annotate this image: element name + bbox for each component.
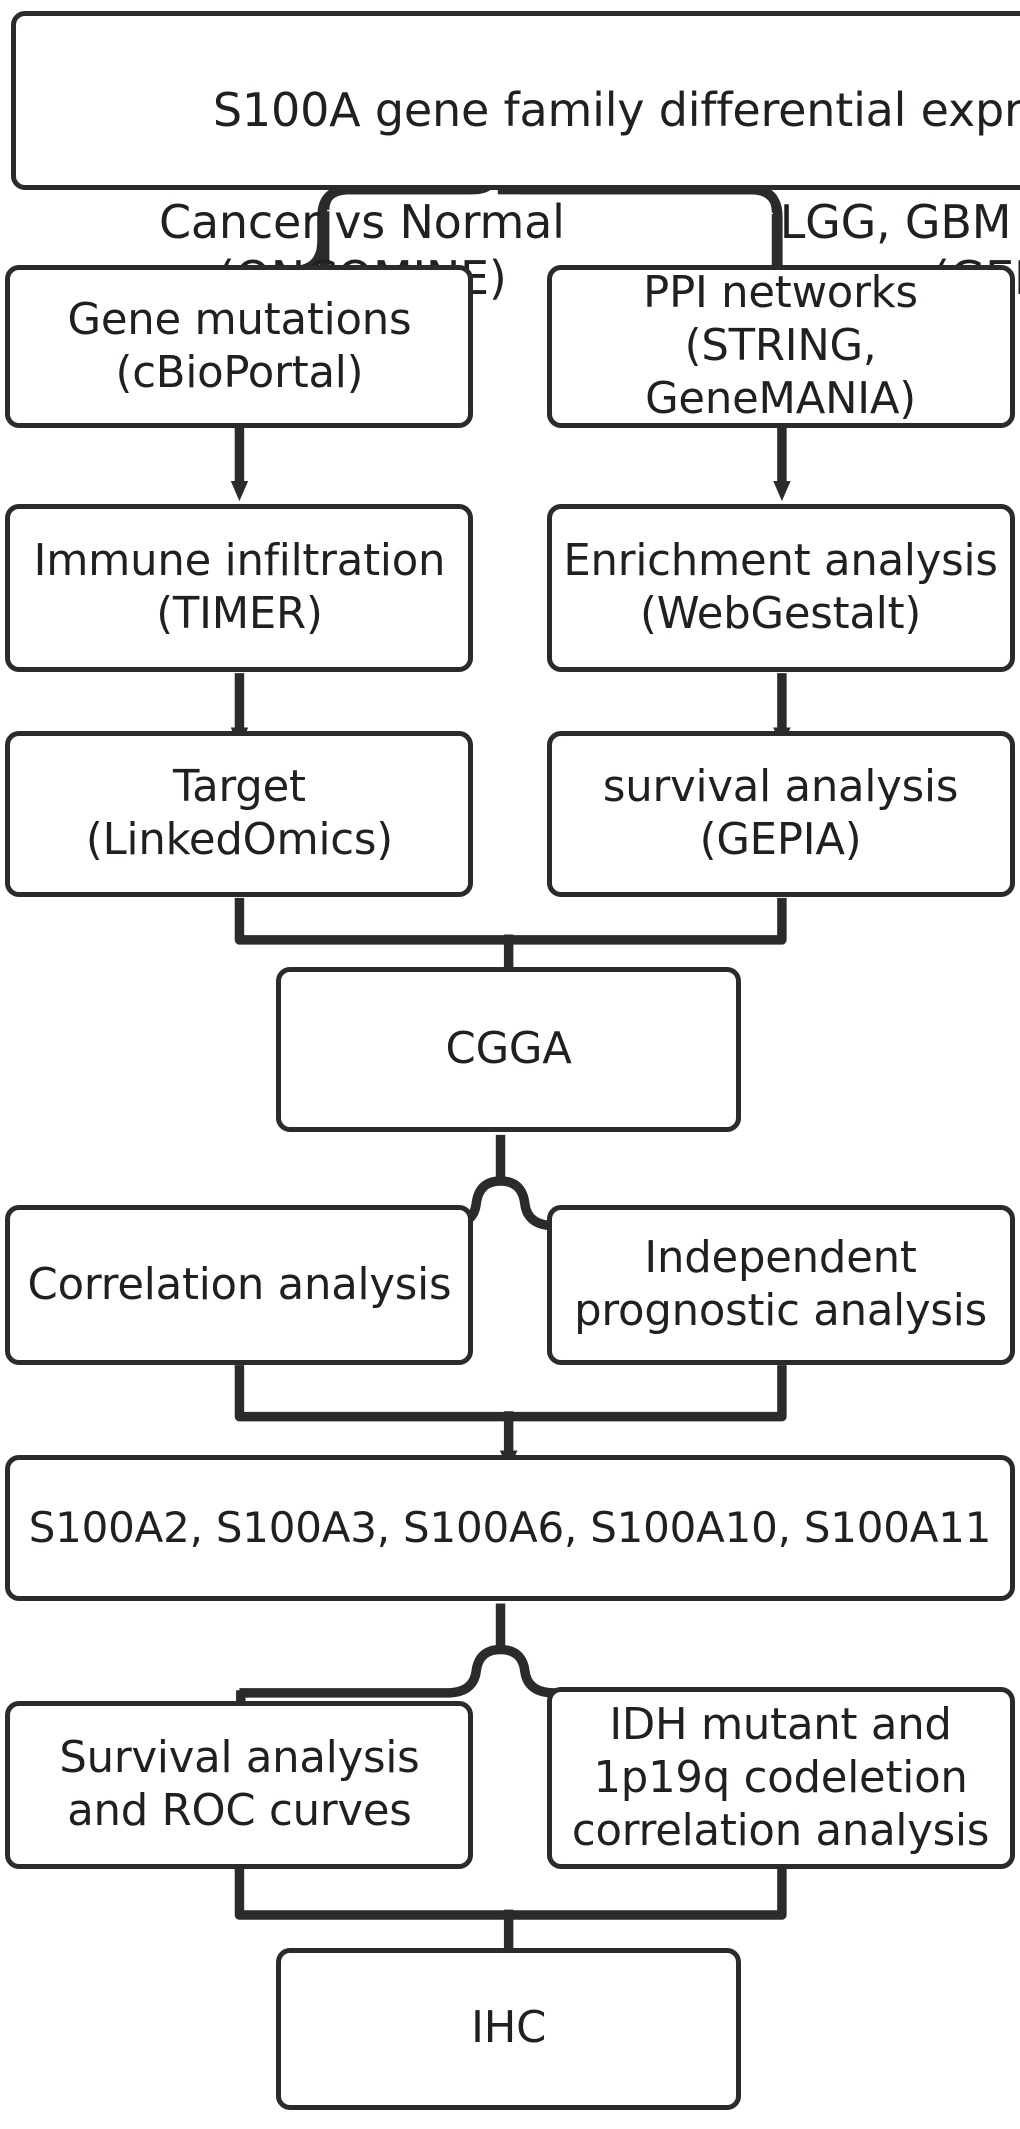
node-gene-mutations: Gene mutations (cBioPortal) — [5, 265, 474, 428]
node-gene-list: S100A2, S100A3, S100A6, S100A10, S100A11 — [5, 1454, 1015, 1601]
node-independent-prognostic-analysis: Independent prognostic analysis — [546, 1205, 1015, 1366]
node-enrichment-analysis: Enrichment analysis (WebGestalt) — [546, 503, 1015, 672]
merge-row8-right — [508, 1868, 787, 1920]
node-header: S100A gene family differential expressio… — [10, 10, 1020, 305]
node-immune-infiltration: Immune infiltration (TIMER) — [5, 503, 474, 672]
node-correlation-analysis: Correlation analysis — [5, 1205, 474, 1366]
merge-row8-left — [234, 1868, 509, 1920]
node-target: Target (LinkedOmics) — [5, 731, 474, 897]
merge-row6-left — [234, 1365, 509, 1422]
node-ihc: IHC — [275, 1947, 742, 2111]
node-survival-analysis-gepia: survival analysis (GEPIA) — [546, 731, 1015, 897]
node-survival-roc: Survival analysis and ROC curves — [5, 1701, 474, 1869]
node-ppi-networks: PPI networks (STRING, GeneMANIA) — [546, 265, 1015, 428]
header-line1: S100A gene family differential expressio… — [212, 82, 1020, 137]
node-idh-1p19q: IDH mutant and 1p19q codeletion correlat… — [546, 1687, 1015, 1869]
merge-row4-left — [234, 897, 509, 945]
merge-row4-right — [508, 897, 787, 945]
node-cgga: CGGA — [275, 966, 742, 1133]
merge-row6-right — [508, 1365, 787, 1422]
